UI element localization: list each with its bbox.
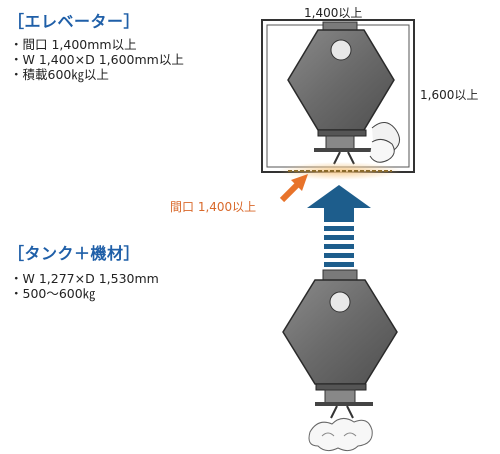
elevator-spec-size: ・W 1,400×D 1,600mm以上	[10, 52, 184, 67]
elevator-specs: ・間口 1,400mm以上 ・W 1,400×D 1,600mm以上 ・積載60…	[10, 37, 184, 82]
tank-heading: ［タンク＋機材］	[8, 244, 141, 263]
up-arrow-icon	[307, 185, 371, 267]
tank-with-equipment	[282, 269, 398, 452]
elevator-spec-opening: ・間口 1,400mm以上	[10, 37, 137, 52]
elevator-depth-label: 1,600以上	[420, 88, 479, 102]
elevator-heading: ［エレベーター］	[8, 12, 141, 31]
tank-spec-size: ・W 1,277×D 1,530mm	[10, 271, 159, 286]
elevator-spec-load: ・積載600㎏以上	[10, 67, 109, 82]
tank-in-elevator	[287, 21, 400, 165]
tank-spec-weight: ・500～600㎏	[10, 286, 96, 301]
elevator-opening-label: 間口 1,400以上	[170, 200, 257, 214]
tank-specs: ・W 1,277×D 1,530mm ・500～600㎏	[10, 271, 159, 301]
elevator-width-label: 1,400以上	[304, 6, 363, 20]
opening-arrow-icon	[279, 174, 308, 203]
